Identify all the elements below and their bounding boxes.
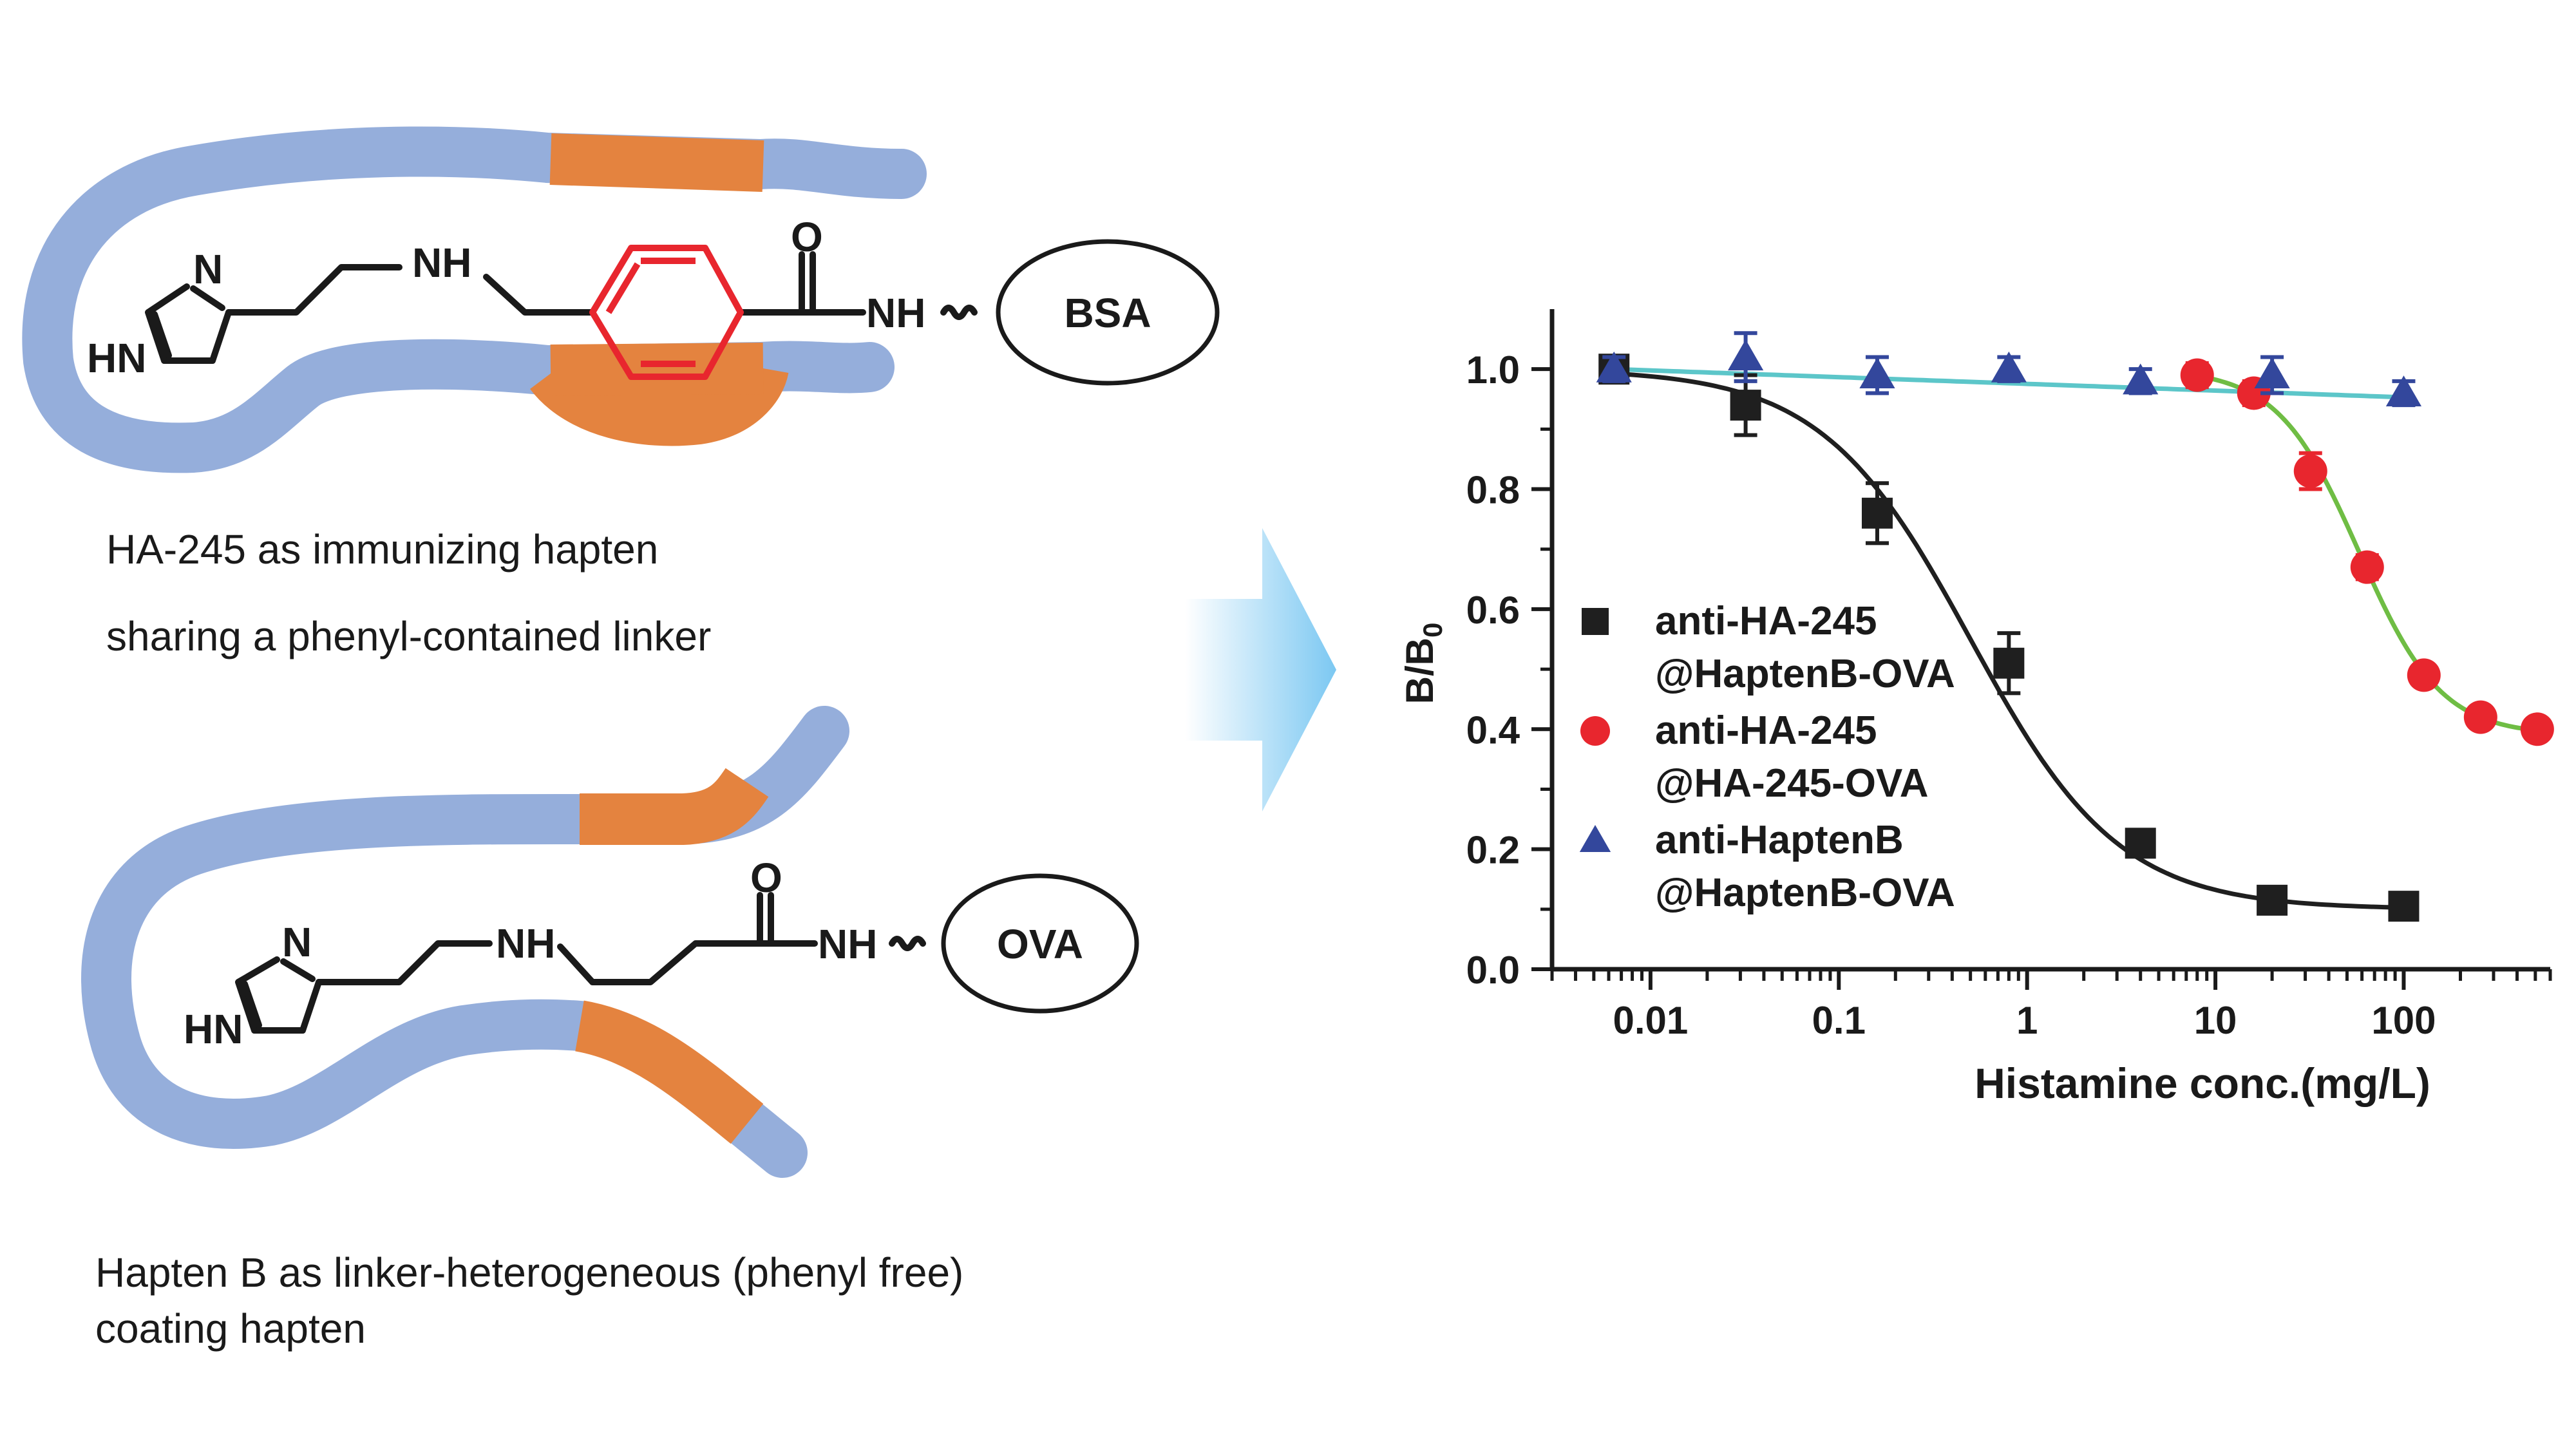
top-ch2-link xyxy=(483,274,596,316)
x-axis-label: Histamine conc.(mg/L) xyxy=(1975,1059,2430,1107)
data-point-series-3 xyxy=(2254,357,2290,389)
y-tick-label: 0.6 xyxy=(1466,589,1520,632)
right-arrow-icon xyxy=(1185,528,1336,811)
bottom-carrier-ellipse xyxy=(941,873,1139,1014)
bottom-propyl-chain xyxy=(557,940,818,985)
data-point-series-3 xyxy=(2123,363,2159,395)
top-imidazole-bond2 xyxy=(151,311,172,359)
bottom-label-hn: HN xyxy=(184,1006,243,1052)
data-point-series-3 xyxy=(1596,351,1632,383)
chart-legend: anti-HA-245 @HaptenB-OVA anti-HA-245 @HA-24… xyxy=(1579,599,1955,915)
bottom-antibody-orange-upper xyxy=(580,768,769,845)
bottom-caption-line2: coating hapten xyxy=(95,1305,366,1352)
bottom-hapten-structure xyxy=(235,892,926,1034)
x-tick-label: 0.01 xyxy=(1613,999,1688,1042)
x-tick-label: 1 xyxy=(2016,999,2038,1042)
data-point-series-1 xyxy=(1730,390,1761,421)
bottom-imidazole-bond2 xyxy=(242,981,262,1028)
y-tick-label: 0.2 xyxy=(1466,829,1520,872)
data-point-series-3 xyxy=(2385,375,2422,406)
bottom-antibody xyxy=(81,706,849,1178)
bottom-antibody-outer-arm xyxy=(81,706,849,1178)
data-point-series-1 xyxy=(1993,647,2025,679)
y-tick-label: 1.0 xyxy=(1466,348,1520,392)
chart-axes: 0.0 0.2 0.4 0.6 0.8 1.0 0.01 0.1 1 10 100 xyxy=(1466,309,2552,1042)
y-axis-label: B/B0 xyxy=(1398,623,1448,705)
bottom-carrier-label: OVA xyxy=(997,921,1083,967)
bottom-imidazole-ring xyxy=(235,956,322,1034)
bottom-caption-line1: Hapten B as linker-heterogeneous (phenyl… xyxy=(95,1249,963,1296)
bottom-label-nh: NH xyxy=(496,920,555,967)
bottom-label-o: O xyxy=(750,855,782,901)
y-tick-label: 0.0 xyxy=(1466,949,1520,992)
x-tick-label: 100 xyxy=(2371,999,2436,1042)
top-ethyl-chain xyxy=(225,264,402,316)
data-point-series-2 xyxy=(2180,358,2214,392)
bottom-imidazole-bond xyxy=(280,958,316,982)
bottom-label-n: N xyxy=(282,919,312,965)
legend-marker-2 xyxy=(1580,716,1610,746)
y-axis-label-sub: 0 xyxy=(1417,623,1448,638)
x-tick-label: 0.1 xyxy=(1812,999,1866,1042)
top-antibody-outer-arm xyxy=(22,126,927,473)
legend-marker-3 xyxy=(1579,825,1611,852)
bottom-ethyl-chain xyxy=(316,940,493,985)
legend-label-1-line1: anti-HA-245 xyxy=(1655,599,1877,643)
top-antibody-orange-lower-fill xyxy=(550,343,764,396)
top-label-amide-nh: NH xyxy=(866,290,925,336)
top-label-o: O xyxy=(791,214,823,260)
chart-data-points xyxy=(1596,331,2554,922)
top-imidazole-bond xyxy=(190,285,225,311)
data-point-series-1 xyxy=(2125,828,2156,859)
data-point-series-3 xyxy=(1991,351,2027,383)
top-antibody xyxy=(22,126,927,473)
data-point-series-2 xyxy=(2520,712,2554,746)
data-point-series-2 xyxy=(2407,658,2441,692)
top-wavy-link xyxy=(940,305,978,320)
top-imidazole-ring xyxy=(145,283,232,364)
top-label-nh: NH xyxy=(412,240,471,286)
top-antibody-orange-upper xyxy=(549,133,764,192)
y-axis-label-main: B/B xyxy=(1398,638,1441,704)
data-point-series-1 xyxy=(2257,884,2288,916)
data-point-series-2 xyxy=(2293,454,2327,488)
top-caption-line2: sharing a phenyl-contained linker xyxy=(106,613,711,659)
top-label-n: N xyxy=(193,246,223,292)
top-hapten-structure xyxy=(145,251,978,364)
chart: 0.0 0.2 0.4 0.6 0.8 1.0 0.01 0.1 1 10 100 anti-HA-… xyxy=(1398,309,2554,1107)
data-point-series-3 xyxy=(1727,339,1764,371)
data-point-series-2 xyxy=(2463,700,2497,734)
legend-label-3-line1: anti-HaptenB xyxy=(1655,818,1904,862)
y-tick-label: 0.8 xyxy=(1466,469,1520,512)
data-point-series-1 xyxy=(1861,497,1893,529)
data-point-series-3 xyxy=(1859,357,1895,389)
bottom-wavy-link xyxy=(889,936,926,951)
legend-label-1-line2: @HaptenB-OVA xyxy=(1655,652,1955,696)
data-point-series-2 xyxy=(2350,550,2384,584)
y-tick-label: 0.4 xyxy=(1466,708,1520,752)
top-carrier-label: BSA xyxy=(1064,290,1151,336)
legend-label-3-line2: @HaptenB-OVA xyxy=(1655,871,1955,915)
data-point-series-1 xyxy=(2388,891,2420,922)
top-caption-line1: HA-245 as immunizing hapten xyxy=(106,526,658,573)
top-phenyl-ring xyxy=(589,245,744,380)
bottom-label-amide-nh: NH xyxy=(818,921,877,967)
top-carrier-ellipse xyxy=(996,239,1220,386)
legend-marker-1 xyxy=(1582,608,1609,635)
legend-label-2-line1: anti-HA-245 xyxy=(1655,708,1877,753)
x-tick-label: 10 xyxy=(2194,999,2237,1042)
bottom-antibody-orange-lower xyxy=(574,1000,764,1144)
top-label-hn: HN xyxy=(87,335,146,381)
legend-label-2-line2: @HA-245-OVA xyxy=(1655,761,1929,806)
